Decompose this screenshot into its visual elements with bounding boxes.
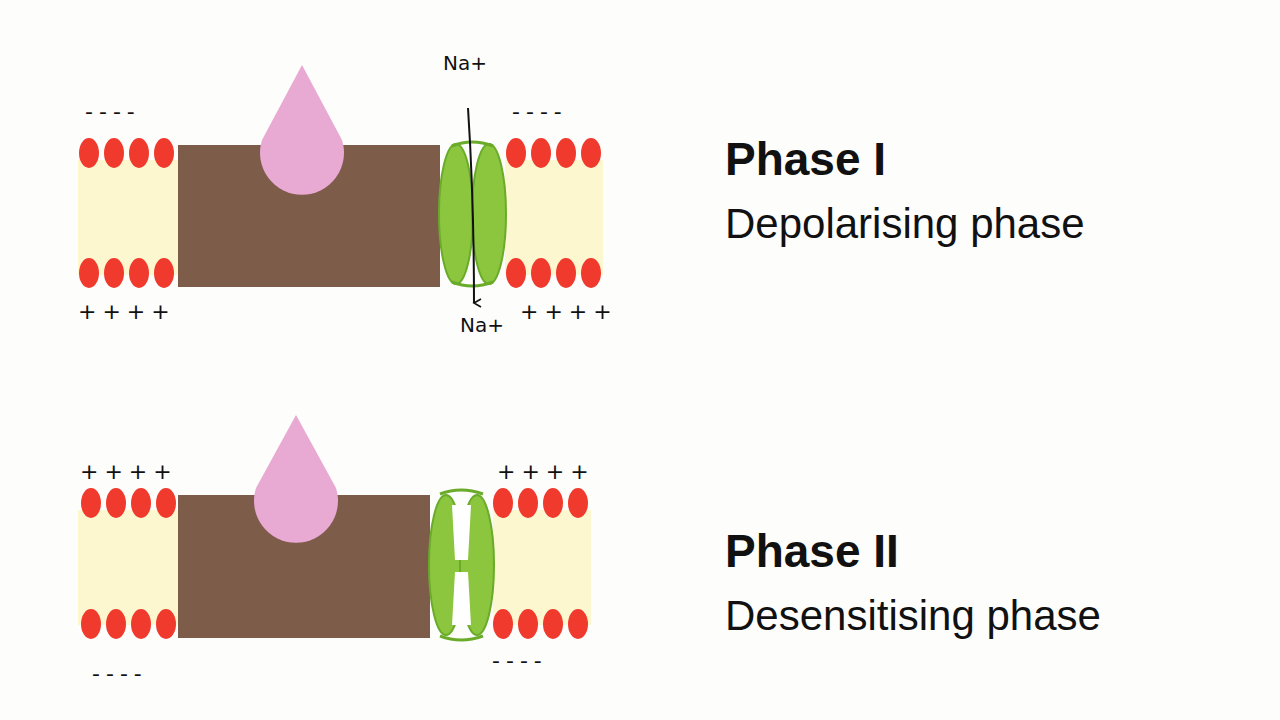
lipid-head [493,488,513,518]
lipid-head [104,258,124,288]
lipid-head [129,258,149,288]
lipid-head [154,258,174,288]
phase-title: Phase II [725,528,899,574]
lipid-head [106,609,126,639]
lipid-head [81,488,101,518]
charge-sign: ---- [492,650,548,672]
membrane-bottom [78,415,591,640]
lipid-head [156,488,176,518]
lipid-head [518,488,538,518]
charge-sign: ++++ [78,301,176,323]
lipid-head [79,258,99,288]
charge-sign: ++++ [80,461,178,483]
lipid-head [156,609,176,639]
ion-label: Na+ [460,315,504,335]
phase-title: Phase I [725,136,886,182]
lipid-head [79,138,99,168]
lipid-head [531,258,551,288]
membrane-top [78,65,603,303]
lipid-head [129,138,149,168]
lipid-head [568,488,588,518]
channel-closed [429,490,494,640]
lipid-head [154,138,174,168]
lipid-head [506,138,526,168]
charge-sign: ---- [85,101,141,123]
lipid-head [493,609,513,639]
phase-name: Desensitising phase [725,595,1101,637]
lipid-head [581,138,601,168]
lipid-head [543,609,563,639]
lipid-head [568,609,588,639]
charge-sign: ---- [92,663,148,685]
ligand-drop [260,65,344,195]
lipid-head [106,488,126,518]
lipid-head [81,609,101,639]
charge-sign: ++++ [497,461,595,483]
lipid-head [506,258,526,288]
lipid-head [104,138,124,168]
charge-sign: ++++ [520,301,618,323]
ion-label: Na+ [443,53,487,73]
charge-sign: ---- [512,101,568,123]
lipid-head [543,488,563,518]
lipid-head [131,609,151,639]
lipid-head [131,488,151,518]
lipid-head [581,258,601,288]
na-arrow [468,108,474,303]
lipid-head [531,138,551,168]
lipid-head [518,609,538,639]
ligand-drop [254,415,338,543]
lipid-head [556,138,576,168]
phase-name: Depolarising phase [725,203,1085,245]
lipid-head [556,258,576,288]
